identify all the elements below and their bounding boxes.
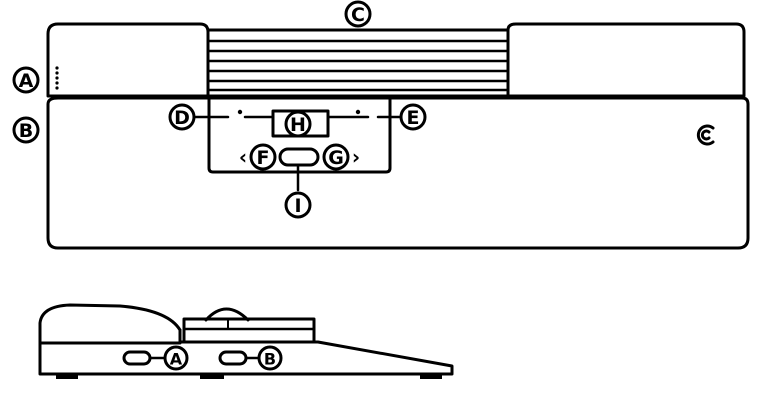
top-view: ‹ › A B C D E H F [12,0,750,250]
side-roller-dome [204,307,250,322]
side-button-b[interactable] [218,350,248,366]
callout-e: E [399,103,427,131]
side-foot-mid [200,375,224,379]
right-wrist-pad [506,22,746,98]
callout-g: G [322,143,350,171]
svg-text:B: B [264,350,276,369]
svg-text:A: A [19,70,34,92]
e-indicator-dot [355,109,361,115]
side-button-a[interactable] [122,350,152,366]
callout-d: D [168,103,196,131]
scroll-button-i[interactable] [278,147,320,167]
svg-text:C: C [351,4,365,26]
left-wrist-pad [46,22,210,98]
roller-bar-ridges [206,39,510,92]
callout-f: F [249,143,277,171]
device-body-outline [46,96,750,250]
svg-text:I: I [294,195,301,217]
side-view: A B [38,303,454,379]
callout-i: I [284,191,312,219]
svg-text:A: A [170,350,183,369]
callout-a-side: A [163,345,189,371]
callout-a-top: A [12,66,40,94]
side-body-outline [38,303,454,376]
side-roller-housing [182,317,316,344]
side-foot-right [420,375,442,379]
svg-text:H: H [290,114,306,136]
svg-text:G: G [328,147,344,169]
roller-bar-outline [206,28,510,98]
callout-b-top: B [12,116,40,144]
svg-text:B: B [19,120,33,142]
c-shaped-button-icon [696,124,715,146]
button-panel-outline [207,96,392,174]
arrow-left-icon: ‹ [239,145,247,169]
svg-text:D: D [174,107,190,129]
led-indicator-dots [55,66,59,90]
svg-text:E: E [407,107,420,129]
svg-text:F: F [257,147,270,169]
callout-c-top: C [344,0,372,28]
arrow-right-icon: › [352,145,360,169]
callout-h: H [284,110,312,138]
side-foot-left [56,375,78,379]
d-indicator-dot [237,109,243,115]
callout-b-side: B [257,345,283,371]
